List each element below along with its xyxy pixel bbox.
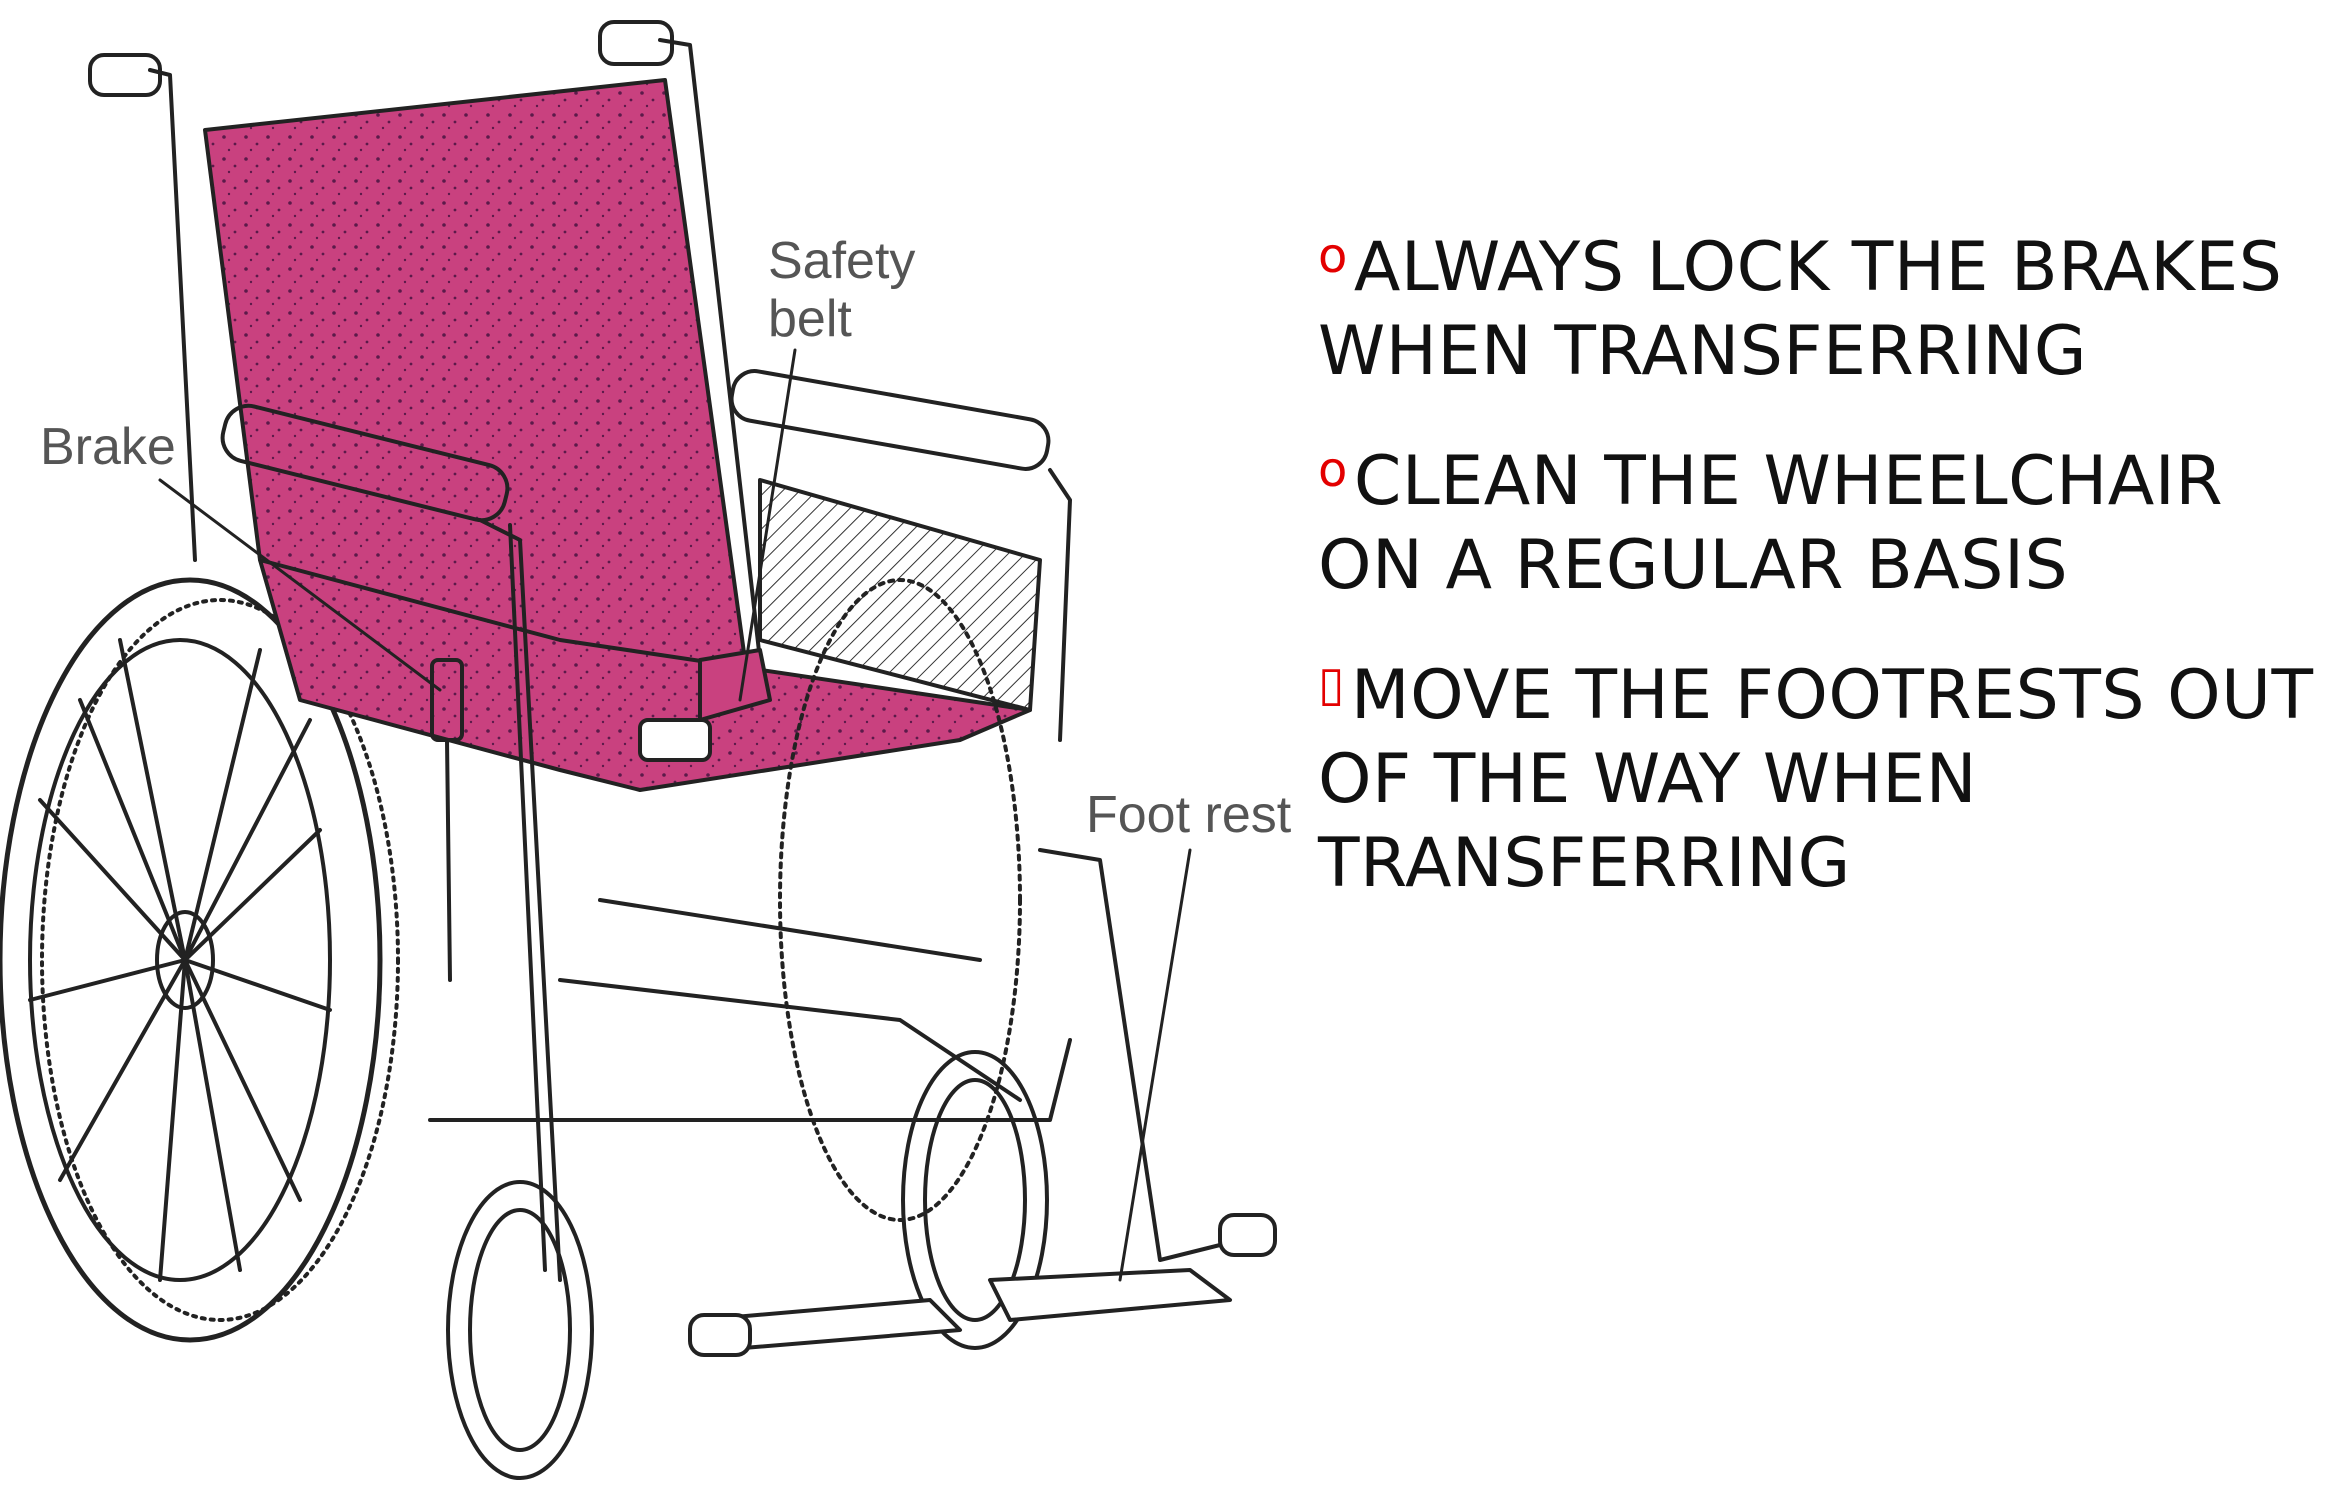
right-footplate [990,1270,1230,1320]
bullet-item: oCLEAN THE WHEELCHAIR ON A REGULAR BASIS [1318,428,2338,608]
safety-belt-label-line1: Safety [768,232,915,290]
bullet-item: ▯MOVE THE FOOTRESTS OUT OF THE WAY WHEN … [1318,642,2338,906]
right-footrest-hanger [1040,850,1240,1260]
bullet-text-line1: CLEAN THE WHEELCHAIR [1354,442,2223,521]
wheelchair-illustration [0,0,1330,1490]
bullet-text-line1: ALWAYS LOCK THE BRAKES [1354,228,2283,307]
bullet-text-line3: TRANSFERRING [1318,824,1851,903]
bullet-text-line2: ON A REGULAR BASIS [1318,526,2068,605]
bullet-marker: o [1318,228,1348,284]
left-handle-grip [90,55,160,95]
bullet-marker: o [1318,442,1348,498]
bullet-text-line1: MOVE THE FOOTRESTS OUT [1351,656,2314,735]
right-armrest [728,368,1052,473]
bullet-item: oALWAYS LOCK THE BRAKES WHEN TRANSFERRIN… [1318,214,2338,394]
brake-label: Brake [40,418,176,476]
bullet-marker: ▯ [1318,656,1345,712]
bullet-list: oALWAYS LOCK THE BRAKES WHEN TRANSFERRIN… [1318,214,2338,940]
bullet-text-line2: WHEN TRANSFERRING [1318,312,2087,391]
foot-rest-label: Foot rest [1086,786,1291,844]
left-push-handle [150,70,195,560]
right-handle-grip [600,22,672,64]
bullet-text-line2: OF THE WAY WHEN [1318,740,1977,819]
safety-belt-label-line2: belt [768,290,915,348]
safety-belt-label: Safety belt [768,232,915,348]
